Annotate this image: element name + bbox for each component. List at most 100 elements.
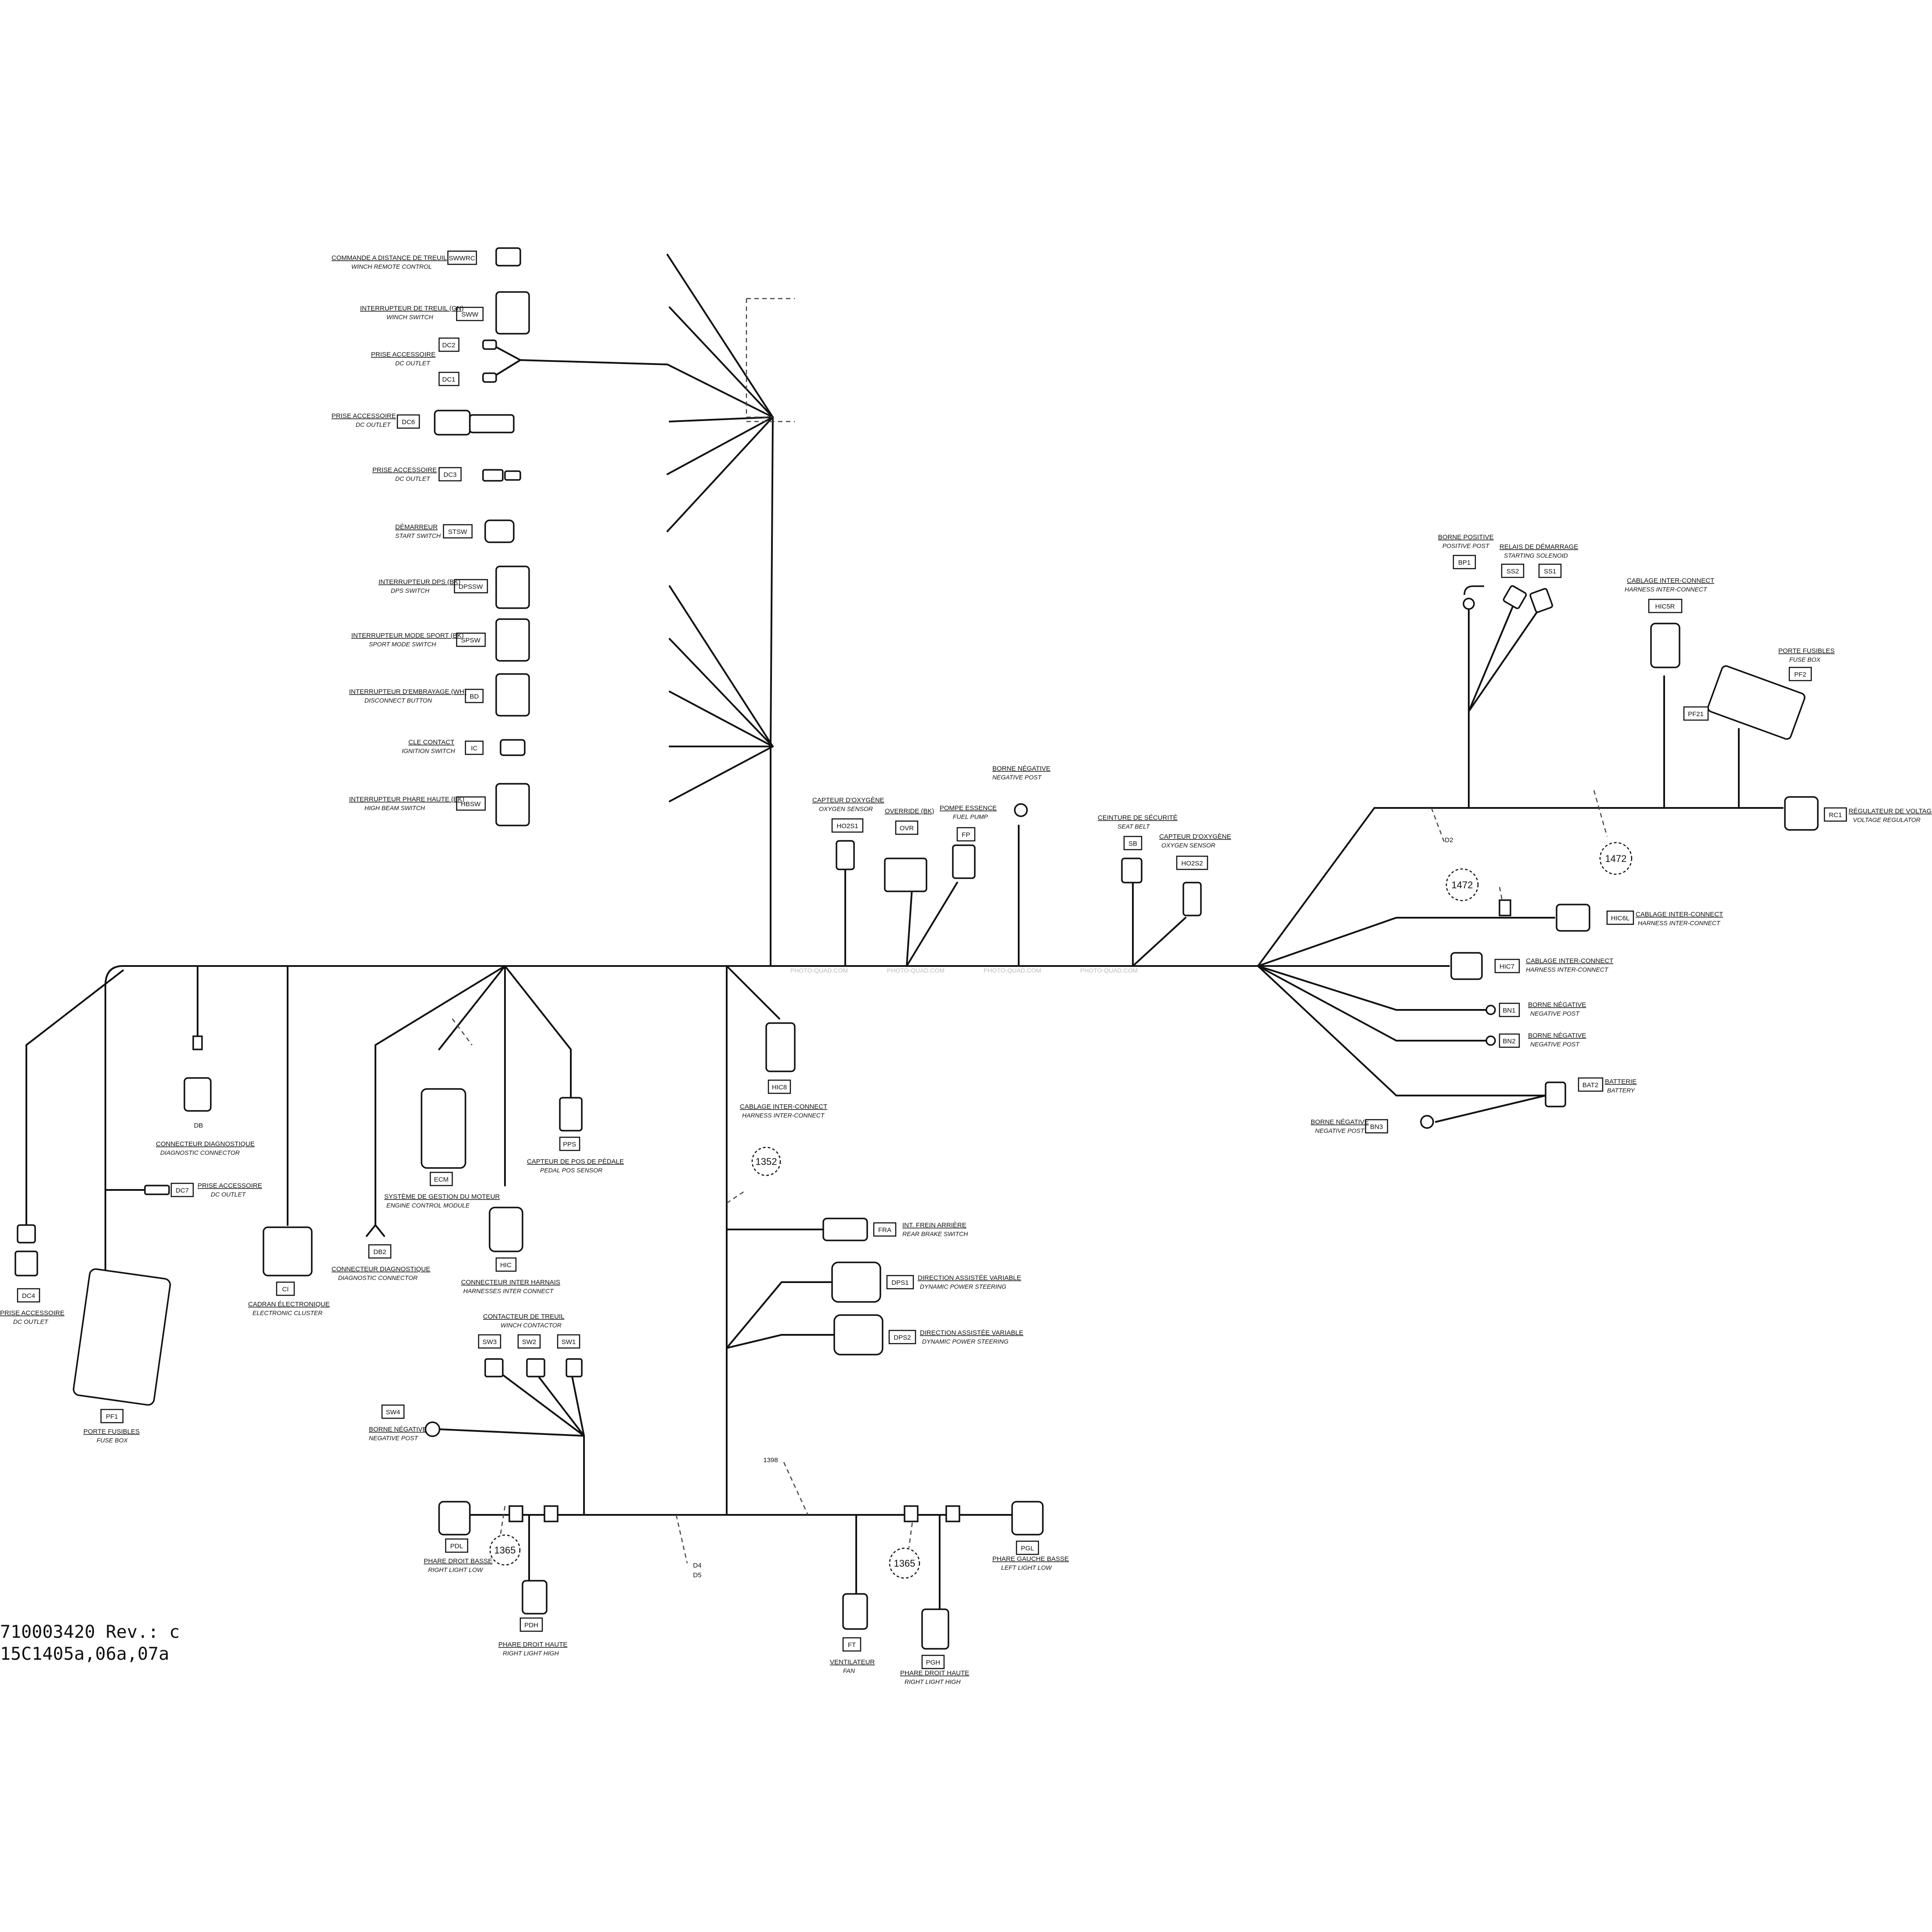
- svg-text:SEAT BELT: SEAT BELT: [1117, 823, 1150, 830]
- component-ci: CI CADRAN ÉLECTRONIQUE ELECTRONIC CLUSTE…: [248, 1281, 330, 1316]
- svg-text:SS1: SS1: [1544, 568, 1556, 575]
- svg-text:HO2S2: HO2S2: [1181, 860, 1203, 867]
- callout-1472-left: 1472: [1445, 868, 1479, 901]
- component-ft: FT VENTILATEUR FAN: [830, 1637, 875, 1674]
- svg-text:BN3: BN3: [1370, 1123, 1383, 1131]
- component-bd: BD INTERRUPTEUR D'EMBRAYAGE (WH) DISCONN…: [349, 688, 484, 704]
- svg-text:DC3: DC3: [443, 471, 457, 479]
- svg-text:DC OUTLET: DC OUTLET: [395, 360, 431, 367]
- svg-text:BAT2: BAT2: [1582, 1081, 1598, 1089]
- svg-text:REAR BRAKE SWITCH: REAR BRAKE SWITCH: [902, 1230, 968, 1237]
- svg-text:1472: 1472: [1452, 879, 1473, 890]
- svg-text:HIC: HIC: [500, 1262, 512, 1269]
- svg-text:FUSE BOX: FUSE BOX: [97, 1437, 128, 1444]
- svg-text:ENGINE CONTROL MODULE: ENGINE CONTROL MODULE: [386, 1202, 470, 1209]
- svg-text:HIC6L: HIC6L: [1611, 915, 1630, 922]
- component-stsw: STSW DÉMARREUR START SWITCH: [395, 523, 473, 539]
- svg-text:DISCONNECT BUTTON: DISCONNECT BUTTON: [364, 697, 433, 704]
- component-negative-post-top: BORNE NÉGATIVE NEGATIVE POST: [992, 765, 1050, 781]
- svg-text:INTERRUPTEUR D'EMBRAYAGE (WH): INTERRUPTEUR D'EMBRAYAGE (WH): [349, 688, 466, 696]
- component-shapes: [14, 247, 1819, 1650]
- svg-text:1472: 1472: [1605, 853, 1627, 864]
- svg-text:HARNESSES INTER CONNECT: HARNESSES INTER CONNECT: [463, 1287, 554, 1294]
- component-dps2: DPS2 DIRECTION ASSISTÉE VARIABLE DYNAMIC…: [888, 1329, 1024, 1345]
- svg-text:1352: 1352: [756, 1156, 777, 1167]
- svg-text:DÉMARREUR: DÉMARREUR: [395, 523, 438, 531]
- svg-text:ELECTRONIC CLUSTER: ELECTRONIC CLUSTER: [252, 1309, 322, 1316]
- component-dc1: DC1 PRISE ACCESSOIRE DC OUTLET: [371, 351, 460, 386]
- callout-1352: 1352: [751, 1146, 781, 1176]
- svg-text:INTERRUPTEUR DPS (BK): INTERRUPTEUR DPS (BK): [378, 578, 461, 586]
- svg-text:BORNE NÉGATIVE: BORNE NÉGATIVE: [1528, 1001, 1586, 1009]
- svg-text:SW4: SW4: [386, 1409, 400, 1416]
- svg-text:FAN: FAN: [843, 1667, 855, 1674]
- svg-text:DPSSW: DPSSW: [458, 583, 483, 591]
- component-db: DB CONNECTEUR DIAGNOSTIQUE DIAGNOSTIC CO…: [156, 1122, 255, 1156]
- fuse-box-1: [72, 1268, 171, 1406]
- component-bn1: BN1 BORNE NÉGATIVE NEGATIVE POST: [1499, 1001, 1586, 1017]
- fuse-box-2: [1707, 665, 1806, 740]
- svg-text:START SWITCH: START SWITCH: [395, 532, 441, 539]
- svg-text:PGL: PGL: [1021, 1545, 1034, 1552]
- component-fp: FP POMPE ESSENCE FUEL PUMP: [940, 804, 997, 842]
- svg-text:BORNE POSITIVE: BORNE POSITIVE: [1438, 533, 1494, 541]
- component-pdh: PDH PHARE DROIT HAUTE RIGHT LIGHT HIGH: [498, 1617, 567, 1657]
- component-pf21: PF21: [1683, 706, 1709, 721]
- component-hic8: HIC8 CABLAGE INTER-CONNECT HARNESS INTER…: [740, 1079, 827, 1119]
- svg-text:FT: FT: [848, 1641, 856, 1649]
- svg-text:RIGHT LIGHT HIGH: RIGHT LIGHT HIGH: [905, 1678, 961, 1685]
- svg-text:FUEL PUMP: FUEL PUMP: [953, 813, 988, 820]
- callout-1365-right: 1365: [889, 1547, 920, 1579]
- document-id: 710003420 Rev.: c 15C1405a,06a,07a: [0, 1622, 180, 1664]
- component-dc4: DC4 PRISE ACCESSOIRE DC OUTLET: [0, 1288, 65, 1325]
- component-pdl: PDL PHARE DROIT BASSE RIGHT LIGHT LOW: [424, 1538, 492, 1573]
- svg-text:HIGH BEAM SWITCH: HIGH BEAM SWITCH: [364, 804, 425, 811]
- svg-text:CONNECTEUR DIAGNOSTIQUE: CONNECTEUR DIAGNOSTIQUE: [332, 1265, 430, 1273]
- svg-text:BP1: BP1: [1458, 559, 1471, 566]
- svg-text:IGNITION SWITCH: IGNITION SWITCH: [402, 747, 455, 754]
- svg-text:SWWRC: SWWRC: [449, 255, 475, 262]
- svg-text:POSITIVE POST: POSITIVE POST: [1442, 542, 1490, 549]
- svg-text:DC4: DC4: [22, 1292, 35, 1300]
- svg-text:RIGHT LIGHT LOW: RIGHT LIGHT LOW: [428, 1566, 483, 1573]
- svg-text:CAPTEUR DE POS DE PÉDALE: CAPTEUR DE POS DE PÉDALE: [527, 1158, 624, 1165]
- svg-text:PHOTO-QUAD.COM: PHOTO-QUAD.COM: [790, 967, 848, 974]
- ecm-connector: [421, 1088, 466, 1169]
- winch-remote-connector: [495, 247, 521, 267]
- component-bn2: BN2 BORNE NÉGATIVE NEGATIVE POST: [1499, 1032, 1586, 1048]
- svg-text:PDL: PDL: [450, 1543, 463, 1550]
- svg-text:PRISE ACCESSOIRE: PRISE ACCESSOIRE: [371, 351, 436, 358]
- svg-text:DPS SWITCH: DPS SWITCH: [391, 587, 430, 594]
- component-ic: IC CLE CONTACT IGNITION SWITCH: [402, 739, 484, 755]
- callout-1472-right: 1472: [1599, 842, 1633, 875]
- svg-text:PRISE ACCESSOIRE: PRISE ACCESSOIRE: [332, 412, 396, 420]
- component-dc3: DC3 PRISE ACCESSOIRE DC OUTLET: [372, 466, 462, 482]
- svg-text:NEGATIVE POST: NEGATIVE POST: [369, 1435, 418, 1442]
- svg-text:NEGATIVE POST: NEGATIVE POST: [992, 774, 1042, 781]
- svg-text:NEGATIVE POST: NEGATIVE POST: [1315, 1127, 1365, 1134]
- svg-text:D2: D2: [1445, 836, 1453, 844]
- svg-text:15C1405a,06a,07a: 15C1405a,06a,07a: [0, 1644, 169, 1664]
- component-sw2: SW2: [517, 1334, 541, 1349]
- svg-text:PHARE GAUCHE BASSE: PHARE GAUCHE BASSE: [992, 1555, 1069, 1563]
- component-ho2s2: HO2S2 CAPTEUR D'OXYGÈNE OXYGEN SENSOR: [1159, 833, 1231, 870]
- svg-text:RC1: RC1: [1829, 811, 1842, 819]
- svg-text:SPORT MODE SWITCH: SPORT MODE SWITCH: [369, 641, 436, 648]
- svg-text:PF1: PF1: [106, 1413, 118, 1420]
- svg-text:STSW: STSW: [448, 528, 467, 536]
- svg-text:SWW: SWW: [461, 311, 479, 318]
- component-dps1: DPS1 DIRECTION ASSISTÉE VARIABLE DYNAMIC…: [886, 1274, 1021, 1290]
- svg-text:PHOTO-QUAD.COM: PHOTO-QUAD.COM: [1080, 967, 1138, 974]
- harness-wires: [25, 254, 1784, 1617]
- svg-text:HIC8: HIC8: [772, 1084, 787, 1091]
- svg-text:CADRAN ÉLECTRONIQUE: CADRAN ÉLECTRONIQUE: [248, 1301, 330, 1308]
- svg-text:CONNECTEUR DIAGNOSTIQUE: CONNECTEUR DIAGNOSTIQUE: [156, 1140, 255, 1148]
- component-hbsw: HBSW INTERRUPTEUR PHARE HAUTE (BK) HIGH …: [349, 796, 486, 811]
- svg-text:PHOTO-QUAD.COM: PHOTO-QUAD.COM: [984, 967, 1041, 974]
- svg-text:SW1: SW1: [562, 1338, 576, 1346]
- svg-text:HO2S1: HO2S1: [836, 822, 858, 830]
- svg-text:SPSW: SPSW: [461, 637, 481, 644]
- component-pgh: PGH PHARE DROIT HAUTE RIGHT LIGHT HIGH: [900, 1654, 969, 1685]
- svg-text:DC2: DC2: [442, 342, 455, 349]
- component-dc2: DC2: [438, 337, 460, 352]
